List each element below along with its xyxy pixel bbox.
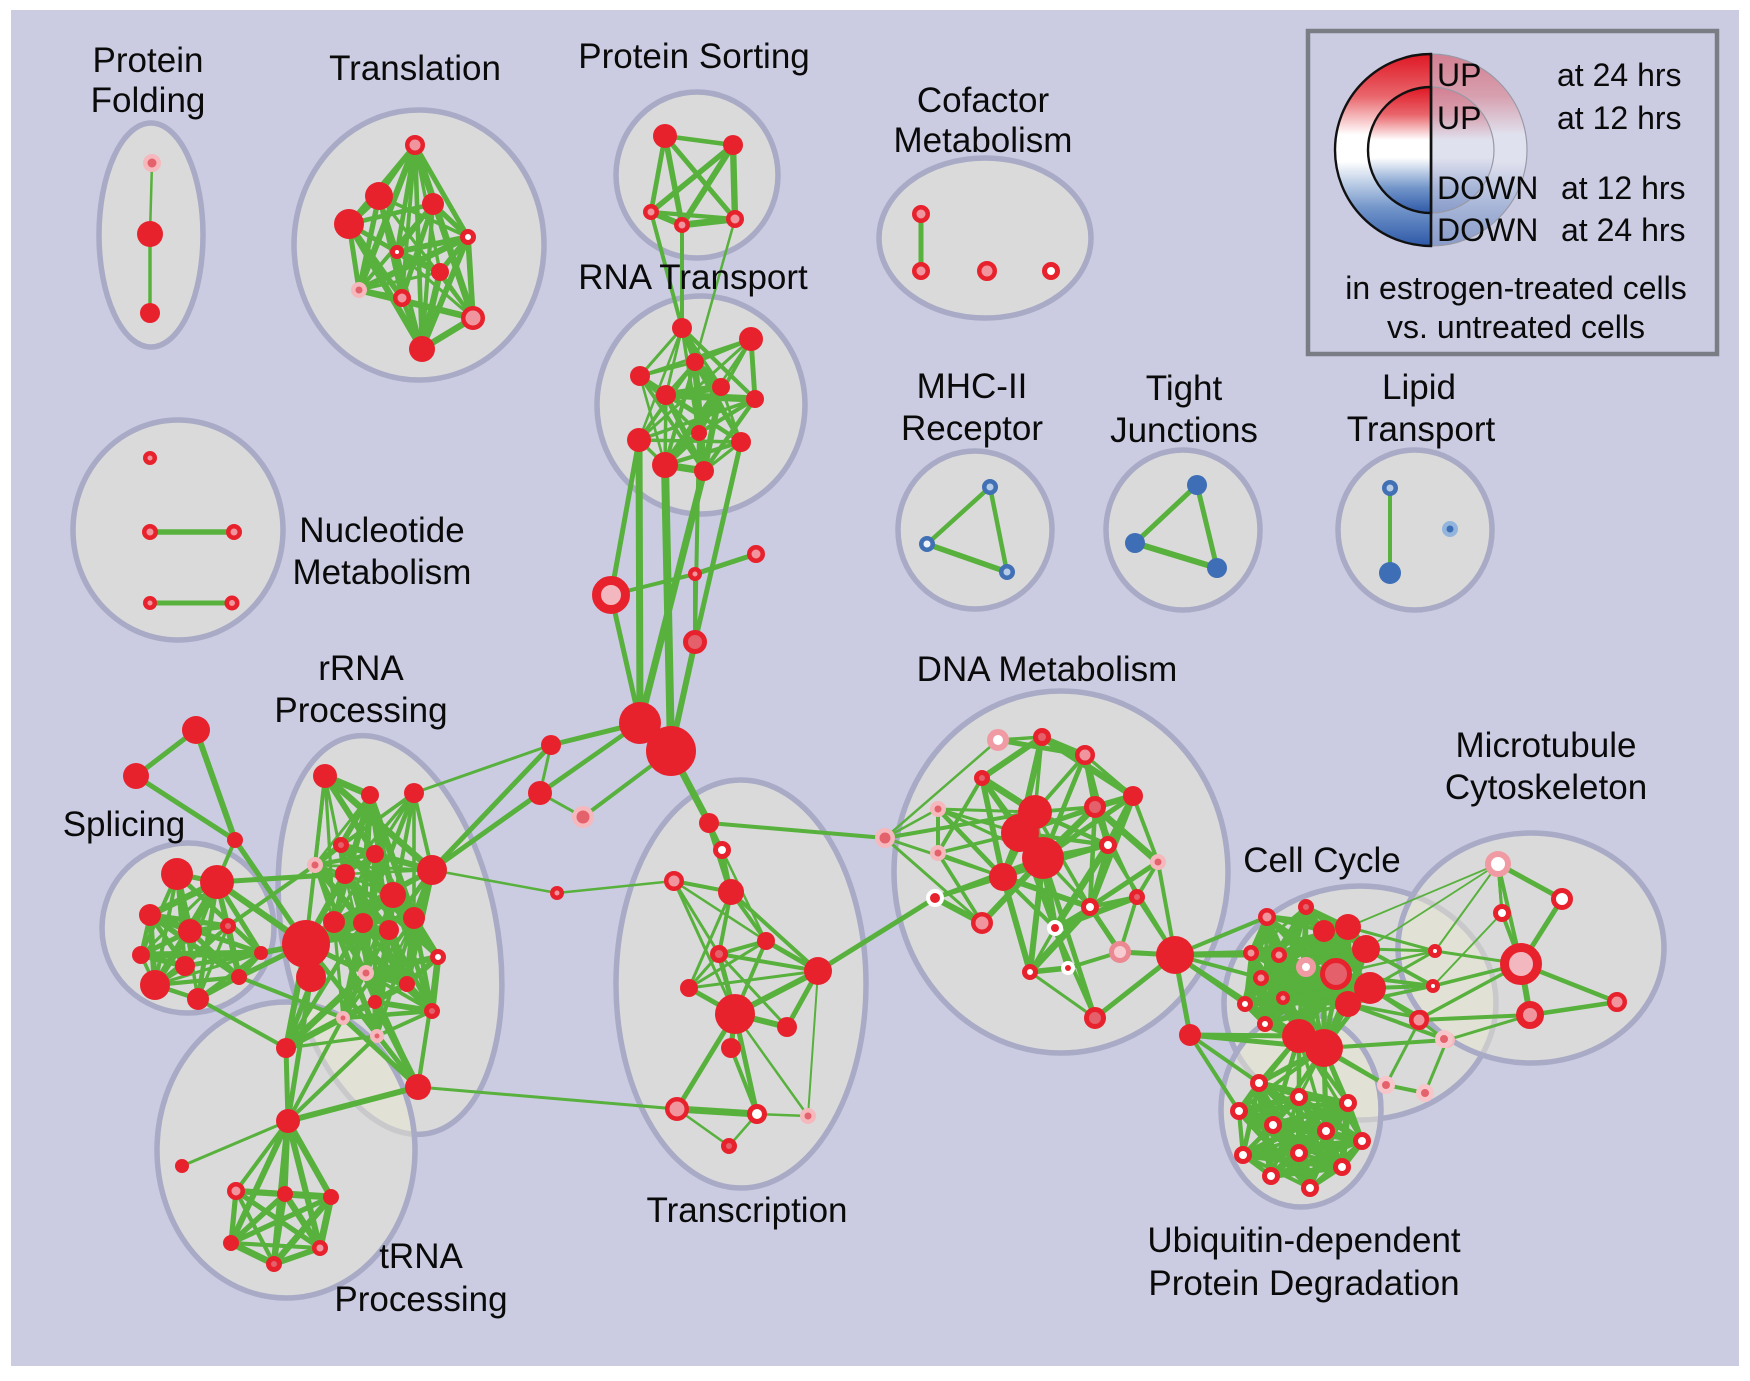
svg-text:Protein Degradation: Protein Degradation xyxy=(1148,1264,1459,1303)
svg-text:DOWN: DOWN xyxy=(1437,170,1538,206)
svg-text:Nucleotide: Nucleotide xyxy=(299,511,464,550)
svg-text:Junctions: Junctions xyxy=(1110,411,1258,450)
svg-text:rRNA: rRNA xyxy=(318,649,404,688)
svg-text:Metabolism: Metabolism xyxy=(894,121,1073,160)
svg-text:Translation: Translation xyxy=(329,49,501,88)
svg-text:Processing: Processing xyxy=(274,691,447,730)
svg-text:RNA Transport: RNA Transport xyxy=(578,258,808,297)
svg-text:in estrogen-treated cells: in estrogen-treated cells xyxy=(1345,270,1687,306)
svg-text:Transcription: Transcription xyxy=(647,1191,848,1230)
svg-text:tRNA: tRNA xyxy=(379,1237,463,1276)
svg-text:Folding: Folding xyxy=(91,81,206,120)
svg-text:at 24 hrs: at 24 hrs xyxy=(1557,57,1682,93)
svg-text:at 12 hrs: at 12 hrs xyxy=(1561,170,1686,206)
svg-text:Cofactor: Cofactor xyxy=(917,81,1050,120)
svg-text:at 12 hrs: at 12 hrs xyxy=(1557,100,1682,136)
svg-text:Cytoskeleton: Cytoskeleton xyxy=(1445,768,1647,807)
svg-text:at 24 hrs: at 24 hrs xyxy=(1561,212,1686,248)
svg-text:Lipid: Lipid xyxy=(1382,368,1456,407)
svg-text:Metabolism: Metabolism xyxy=(293,553,472,592)
svg-text:Cell Cycle: Cell Cycle xyxy=(1243,841,1401,880)
svg-text:Splicing: Splicing xyxy=(63,805,186,844)
svg-text:Protein: Protein xyxy=(93,41,204,80)
svg-text:DOWN: DOWN xyxy=(1437,212,1538,248)
svg-text:UP: UP xyxy=(1437,57,1481,93)
svg-text:Processing: Processing xyxy=(334,1280,507,1319)
svg-text:Microtubule: Microtubule xyxy=(1456,726,1637,765)
svg-text:MHC-II: MHC-II xyxy=(917,367,1028,406)
svg-text:vs. untreated cells: vs. untreated cells xyxy=(1387,309,1645,345)
svg-text:Ubiquitin-dependent: Ubiquitin-dependent xyxy=(1147,1221,1461,1260)
svg-text:Tight: Tight xyxy=(1146,369,1223,408)
svg-text:UP: UP xyxy=(1437,100,1481,136)
svg-text:DNA Metabolism: DNA Metabolism xyxy=(917,650,1178,689)
svg-text:Transport: Transport xyxy=(1347,410,1496,449)
svg-text:Receptor: Receptor xyxy=(901,409,1043,448)
svg-text:Protein Sorting: Protein Sorting xyxy=(578,37,810,76)
